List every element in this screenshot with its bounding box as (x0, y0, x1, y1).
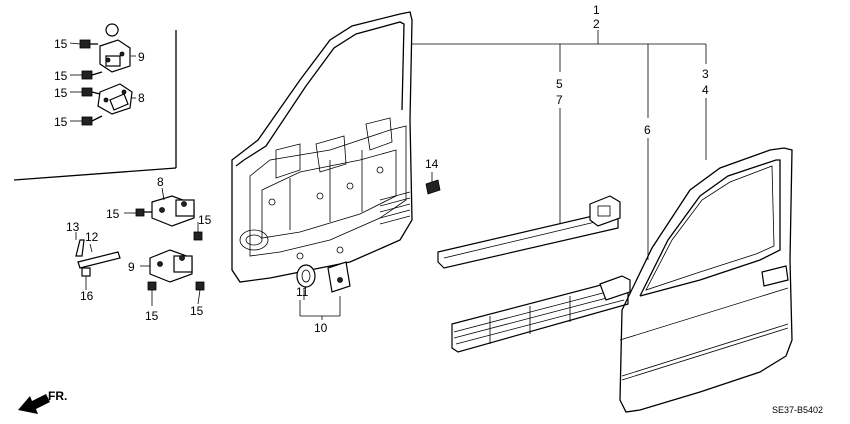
callout-13: 13 (66, 220, 80, 234)
bolt-icon (81, 115, 103, 126)
callout-15: 15 (198, 213, 212, 227)
callout-15: 15 (54, 115, 68, 129)
bolt-icon (81, 70, 103, 80)
callout-2: 2 (593, 17, 600, 31)
hinge-inset-group (69, 23, 136, 126)
callout-1: 1 (593, 3, 600, 17)
callout-15: 15 (190, 304, 204, 318)
callout-3: 3 (702, 67, 709, 81)
callout-16: 16 (80, 289, 94, 303)
lower-door-hinge (149, 249, 193, 283)
callout-9: 9 (138, 50, 145, 64)
callout-12: 12 (85, 230, 99, 244)
lower-hinge-part (97, 83, 133, 115)
front-direction-label: FR. (48, 389, 67, 403)
door-lower-molding (451, 275, 631, 353)
leader-lines (412, 30, 707, 260)
callout-14: 14 (425, 157, 439, 171)
callout-11: 11 (296, 285, 309, 299)
inset-border (13, 30, 177, 181)
callout-15: 15 (54, 69, 68, 83)
bolt-icon (147, 281, 157, 291)
door-outer-panel (619, 147, 793, 413)
door-stopper (296, 261, 351, 320)
bolt-icon (135, 208, 152, 217)
callout-5: 5 (556, 77, 563, 91)
callout-10: 10 (314, 321, 328, 335)
callout-7: 7 (556, 93, 563, 107)
clip-icon (425, 172, 441, 195)
callout-9: 9 (128, 260, 135, 274)
callout-8: 8 (157, 175, 164, 189)
diagram-code: SE37-B5402 (772, 405, 823, 415)
callout-8: 8 (138, 91, 145, 105)
bolt-icon (79, 39, 98, 49)
door-sash-molding (437, 195, 621, 269)
callout-6: 6 (644, 123, 651, 137)
upper-hinge-part (99, 23, 131, 73)
bolt-icon (195, 281, 205, 291)
callout-15: 15 (54, 37, 68, 51)
door-check-link (75, 232, 121, 290)
callout-4: 4 (702, 83, 709, 97)
front-direction-arrow-icon: FR. (18, 389, 67, 414)
callout-15: 15 (54, 86, 68, 100)
door-inner-frame (231, 11, 413, 283)
upper-door-hinge (151, 195, 195, 227)
callout-15: 15 (145, 309, 159, 323)
bolt-icon (81, 87, 101, 97)
callout-15: 15 (106, 207, 120, 221)
bolt-icon (193, 231, 203, 241)
callout-labels: 1 2 3 4 5 7 6 15 9 15 15 8 15 8 15 15 9 … (54, 3, 709, 335)
